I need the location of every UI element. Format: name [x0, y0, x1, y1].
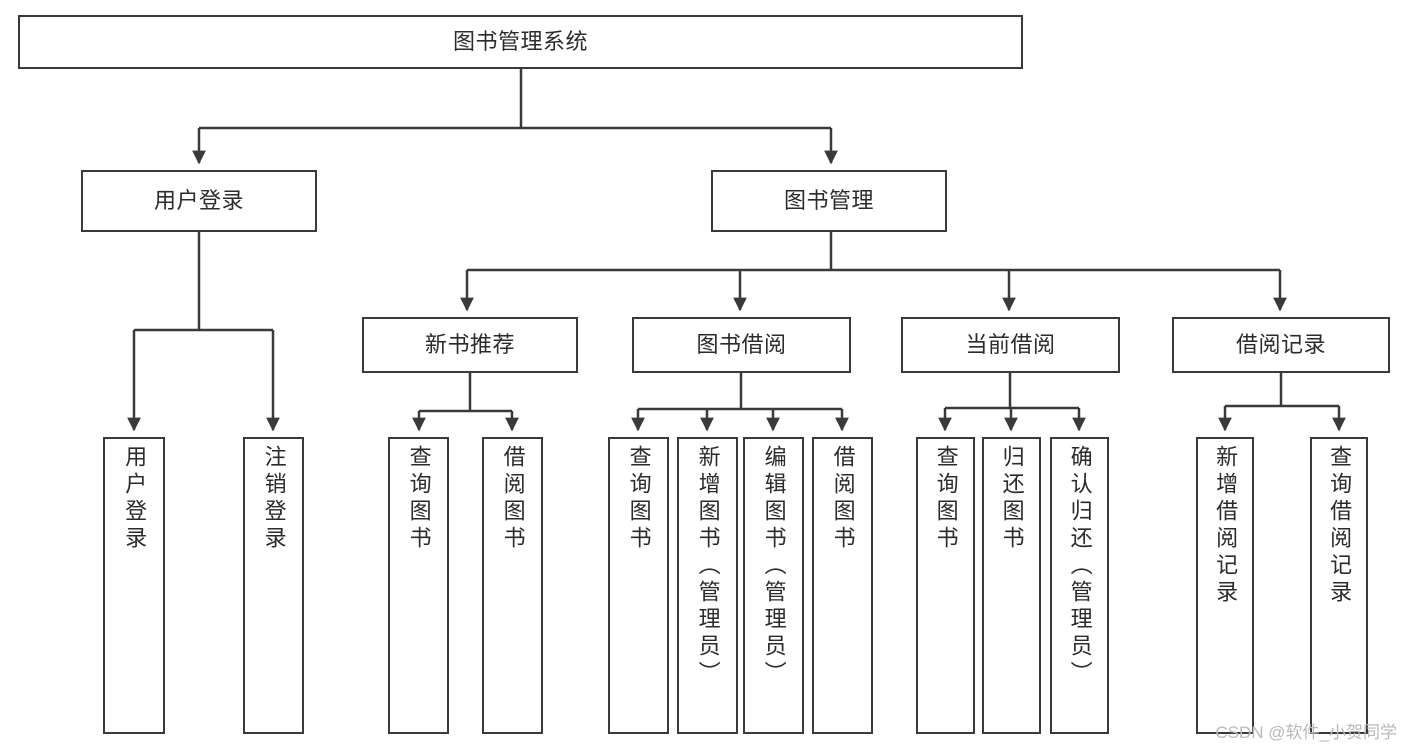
leaf-label: 借阅图书 [500, 445, 526, 553]
leaf-注销登录[interactable]: 注销登录 [243, 437, 304, 734]
leaf-查询借阅记录[interactable]: 查询借阅记录 [1310, 437, 1368, 734]
leaf-label: 新增借阅记录 [1213, 445, 1239, 607]
leaf-查询图书[interactable]: 查询图书 [608, 437, 669, 734]
node-图书管理[interactable]: 图书管理 [711, 170, 947, 232]
leaf-查询图书[interactable]: 查询图书 [916, 437, 975, 734]
node-root-label: 图书管理系统 [452, 28, 588, 54]
leaf-借阅图书[interactable]: 借阅图书 [482, 437, 543, 734]
leaf-新增借阅记录[interactable]: 新增借阅记录 [1196, 437, 1254, 734]
leaf-确认归还管理员[interactable]: 确认归还（管理员） [1050, 437, 1109, 734]
leaf-label: 编辑图书（管理员） [761, 445, 787, 688]
leaf-label: 查询借阅记录 [1327, 445, 1353, 607]
node-label: 当前借阅 [965, 331, 1056, 357]
node-label: 图书借阅 [696, 331, 787, 357]
leaf-label: 借阅图书 [830, 445, 856, 553]
leaf-label: 归还图书 [999, 445, 1025, 553]
node-label: 借阅记录 [1235, 331, 1326, 357]
leaf-label: 查询图书 [626, 445, 652, 553]
leaf-编辑图书管理员[interactable]: 编辑图书（管理员） [743, 437, 804, 734]
node-借阅记录[interactable]: 借阅记录 [1172, 317, 1390, 373]
leaf-借阅图书[interactable]: 借阅图书 [812, 437, 873, 734]
node-label: 图书管理 [783, 187, 874, 213]
node-用户登录[interactable]: 用户登录 [81, 170, 317, 232]
leaf-label: 注销登录 [261, 445, 287, 553]
watermark-text: CSDN @软件_小贺同学 [1215, 723, 1397, 742]
node-图书借阅[interactable]: 图书借阅 [632, 317, 851, 373]
node-label: 用户登录 [153, 187, 244, 213]
node-label: 新书推荐 [424, 331, 515, 357]
leaf-label: 用户登录 [122, 445, 148, 553]
leaf-用户登录[interactable]: 用户登录 [103, 437, 165, 734]
leaf-新增图书管理员[interactable]: 新增图书（管理员） [677, 437, 738, 734]
leaf-label: 查询图书 [406, 445, 432, 553]
node-root[interactable]: 图书管理系统 [18, 15, 1023, 69]
leaf-label: 查询图书 [933, 445, 959, 553]
leaf-label: 确认归还（管理员） [1067, 445, 1093, 688]
leaf-查询图书[interactable]: 查询图书 [388, 437, 449, 734]
leaf-归还图书[interactable]: 归还图书 [982, 437, 1041, 734]
node-新书推荐[interactable]: 新书推荐 [362, 317, 578, 373]
leaf-label: 新增图书（管理员） [695, 445, 721, 688]
node-当前借阅[interactable]: 当前借阅 [901, 317, 1120, 373]
